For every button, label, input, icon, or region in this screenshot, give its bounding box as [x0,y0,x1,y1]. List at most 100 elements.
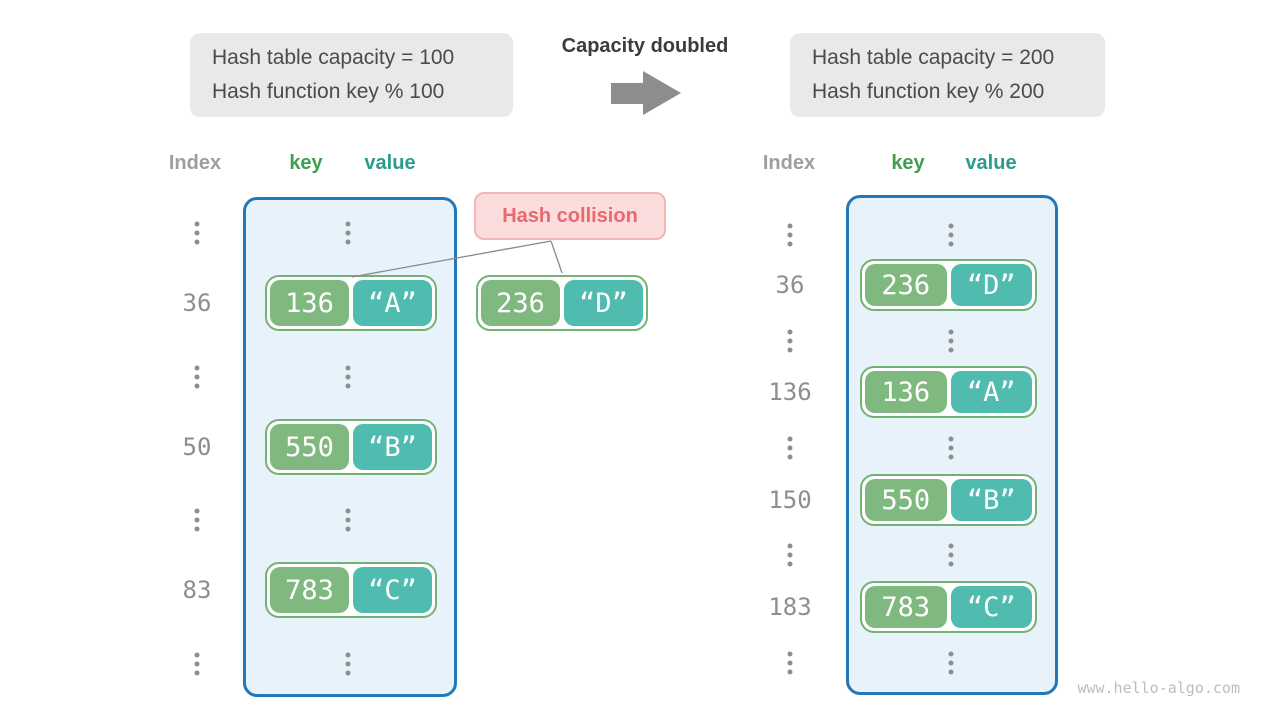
dot [787,454,793,460]
dot [194,221,200,227]
ellipsis-dots [345,221,351,245]
value-cell: “D” [950,264,1032,306]
dot [194,517,200,523]
dot [948,338,954,344]
key-value-pair: 236“D” [860,259,1037,311]
dot [787,436,793,442]
dot [194,508,200,514]
dot [787,347,793,353]
dot [345,239,351,245]
dot [787,660,793,666]
dot [948,241,954,247]
capacity-line: Hash table capacity = 200 [812,46,1055,69]
ellipsis-dots [787,436,793,460]
value-cell: “B” [353,424,432,470]
dot [948,223,954,229]
dot [194,230,200,236]
key-value-pair: 550“B” [860,474,1037,526]
right-value-header: value [965,152,1017,174]
dot [787,651,793,657]
ellipsis-dots [194,365,200,389]
left-index-header: Index [168,152,222,174]
dot [194,526,200,532]
dot [194,239,200,245]
dot [345,221,351,227]
ellipsis-dots [787,651,793,675]
dot [948,329,954,335]
capacity-note-after: Hash table capacity = 200 Hash function … [790,33,1105,117]
dot [787,561,793,567]
index-label: 136 [768,378,812,406]
key-value-pair: 136“A” [860,366,1037,418]
ellipsis-dots [345,508,351,532]
key-value-pair: 236“D” [476,275,648,331]
dot [345,374,351,380]
key-cell: 550 [270,424,349,470]
dot [948,651,954,657]
dot [948,543,954,549]
dot [194,661,200,667]
dot [345,652,351,658]
value-cell: “B” [950,479,1032,521]
ellipsis-dots [345,365,351,389]
dot [948,669,954,675]
value-cell: “A” [353,280,432,326]
dot [948,660,954,666]
ellipsis-dots [948,543,954,567]
dot [194,374,200,380]
dot [345,526,351,532]
dot [948,347,954,353]
value-cell: “C” [950,586,1032,628]
ellipsis-dots [948,651,954,675]
dot [345,365,351,371]
hash-collision-callout: Hash collision [474,192,666,240]
index-label: 83 [182,576,212,604]
transition-title: Capacity doubled [561,35,729,57]
dot [787,241,793,247]
ellipsis-dots [787,329,793,353]
dot [345,383,351,389]
value-cell: “D” [564,280,643,326]
ellipsis-dots [345,652,351,676]
dot [345,670,351,676]
dot [948,561,954,567]
watermark: www.hello-algo.com [1077,679,1240,697]
dot [787,223,793,229]
key-cell: 783 [270,567,349,613]
ellipsis-dots [194,508,200,532]
dot [787,232,793,238]
dot [194,670,200,676]
ellipsis-dots [194,652,200,676]
value-cell: “C” [353,567,432,613]
capacity-note-before: Hash table capacity = 100 Hash function … [190,33,513,117]
key-cell: 783 [865,586,947,628]
dot [787,338,793,344]
ellipsis-dots [948,329,954,353]
dot [948,552,954,558]
right-index-header: Index [762,152,816,174]
ellipsis-dots [194,221,200,245]
hash-function-line: Hash function key % 200 [812,80,1045,103]
dot [345,517,351,523]
dot [787,329,793,335]
ellipsis-dots [948,436,954,460]
key-cell: 236 [865,264,947,306]
dot [345,230,351,236]
key-value-pair: 550“B” [265,419,437,475]
dot [194,383,200,389]
index-label: 183 [768,593,812,621]
right-key-header: key [891,152,925,174]
dot [948,232,954,238]
key-value-pair: 783“C” [265,562,437,618]
index-label: 36 [775,271,805,299]
left-value-header: value [364,152,416,174]
ellipsis-dots [787,543,793,567]
value-cell: “A” [950,371,1032,413]
dot [787,552,793,558]
key-cell: 236 [481,280,560,326]
dot [948,454,954,460]
hash-function-line: Hash function key % 100 [212,80,445,103]
dot [194,652,200,658]
